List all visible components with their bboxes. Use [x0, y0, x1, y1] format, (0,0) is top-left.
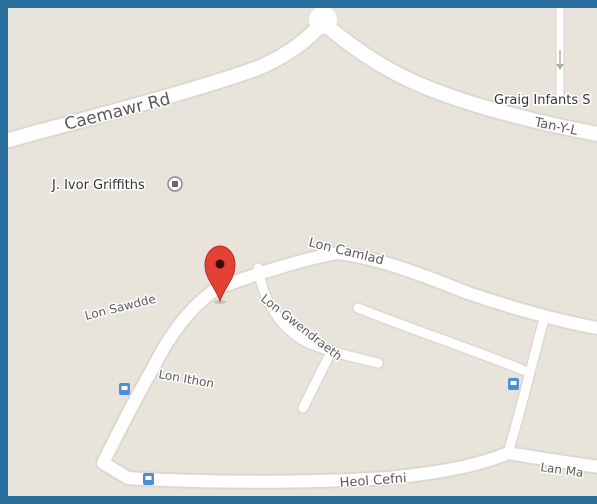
poi-label-j-ivor-griffiths[interactable]: J. Ivor Griffiths [50, 177, 147, 195]
road-label-caemawr-rd: Caemawr Rd [62, 89, 172, 135]
bus-stop-icon[interactable] [119, 383, 130, 395]
caemawr-rd-line [8, 16, 330, 148]
map-canvas[interactable]: Caemawr Rd Tan-Y-L Lon Camlad Lon Sawdde… [8, 8, 597, 496]
road-label-tan-y-l: Tan-Y-L [532, 115, 579, 139]
road-label-lon-gwendraeth: Lon Gwendraeth [258, 291, 345, 363]
lon-gwendraeth-line [253, 263, 383, 368]
road-label-heol-cefni: Heol Cefni [339, 471, 407, 491]
road-label-lon-ithon: Lon Ithon [157, 367, 215, 391]
tan-y-l-line [316, 16, 597, 142]
road-label-lon-sawdde: Lon Sawdde [83, 292, 157, 323]
lon-camlad-line [212, 247, 597, 335]
poi-label-graig-infants[interactable]: Graig Infants S [493, 92, 593, 110]
junction [309, 8, 337, 34]
cul-de-sac-line [353, 303, 528, 375]
one-way-arrow-icon [556, 50, 564, 70]
bus-stop-icon[interactable] [508, 378, 519, 390]
connector-road-line [503, 318, 548, 458]
map-pin-icon[interactable] [204, 245, 236, 304]
heol-cefni-line [122, 447, 597, 488]
lon-sawdde-line [97, 282, 224, 484]
lon-gwendraeth-spur-line [298, 353, 333, 413]
roads [8, 8, 597, 488]
bus-stop-icon[interactable] [143, 473, 154, 485]
poi-dot-icon[interactable] [167, 176, 183, 192]
map-svg[interactable]: Caemawr Rd Tan-Y-L Lon Camlad Lon Sawdde… [8, 8, 597, 496]
